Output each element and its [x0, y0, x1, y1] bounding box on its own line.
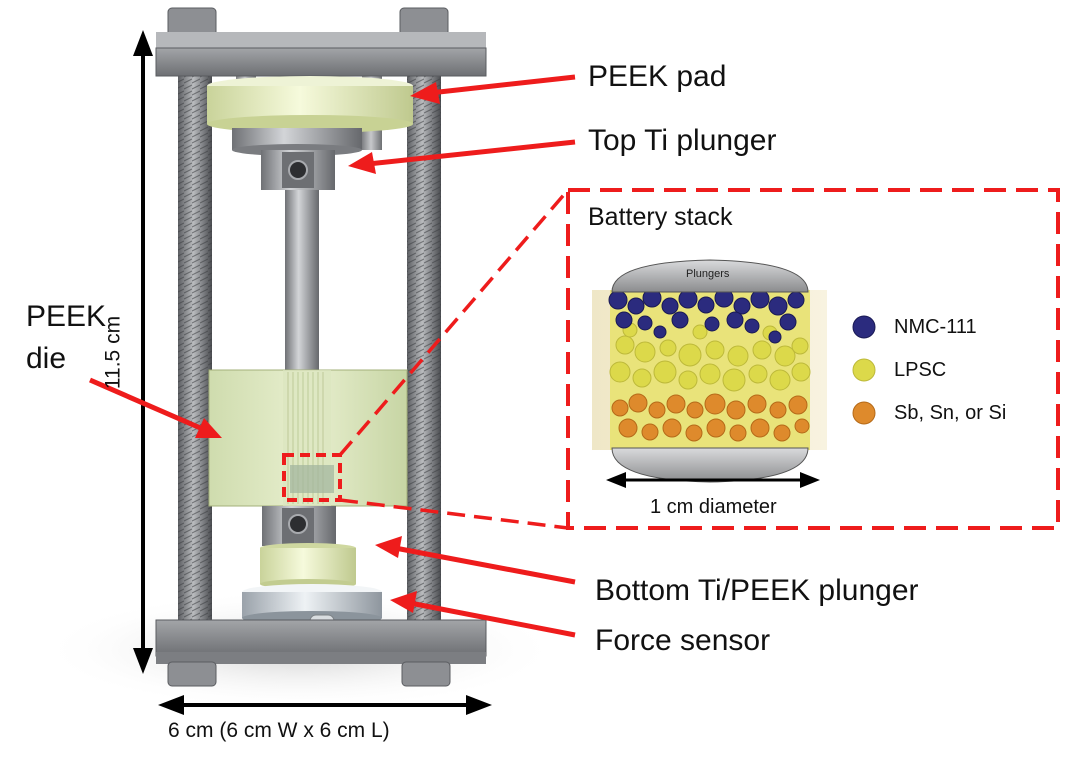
top-nuts: [167, 7, 449, 37]
arrow-bottom-plunger: [375, 536, 576, 585]
zoom-connector-top: [338, 188, 570, 457]
top-ti-plunger: [232, 128, 362, 370]
label-bottom-plunger: Bottom Ti/PEEK plunger: [595, 574, 919, 607]
legend-label-nmc: NMC-111: [894, 316, 977, 338]
diameter-arrow: [606, 472, 820, 488]
peek-pad: [207, 76, 413, 133]
top-plate: [155, 32, 487, 77]
legend-label-lpsc: LPSC: [894, 359, 947, 381]
height-dimension-arrow: [133, 30, 153, 674]
label-battery-stack: Battery stack: [588, 203, 733, 231]
label-plungers: Plungers: [686, 268, 730, 280]
bottom-plate: [155, 619, 487, 687]
label-height: 11.5 cm: [101, 315, 125, 390]
legend-dot-nmc: [852, 315, 876, 339]
label-peek-pad: PEEK pad: [588, 60, 727, 93]
label-peek-die-1: PEEK: [26, 300, 107, 333]
threaded-rod-left: [178, 60, 212, 620]
arrow-peek-die: [89, 377, 222, 438]
bottom-ti-peek-plunger: [260, 506, 356, 589]
arrow-force-sensor: [390, 591, 576, 638]
label-width: 6 cm (6 cm W x 6 cm L): [168, 719, 390, 742]
battery-stack-illustration: [592, 259, 827, 483]
label-top-ti-plunger: Top Ti plunger: [588, 124, 777, 157]
threaded-rod-right: [407, 60, 441, 620]
zoom-connector-bottom: [339, 498, 569, 530]
legend-dot-alloy: [852, 401, 876, 425]
arrow-top-plunger: [348, 139, 576, 174]
label-force-sensor: Force sensor: [595, 624, 771, 657]
label-peek-die-2: die: [26, 342, 67, 375]
legend-label-alloy: Sb, Sn, or Si: [894, 402, 1007, 424]
peek-die: [208, 369, 408, 507]
width-dimension-arrow: [158, 695, 492, 715]
arrow-peek-pad: [410, 74, 576, 104]
zoom-source-box: [282, 453, 342, 502]
legend-dot-lpsc: [852, 358, 876, 382]
label-diameter: 1 cm diameter: [650, 496, 777, 518]
